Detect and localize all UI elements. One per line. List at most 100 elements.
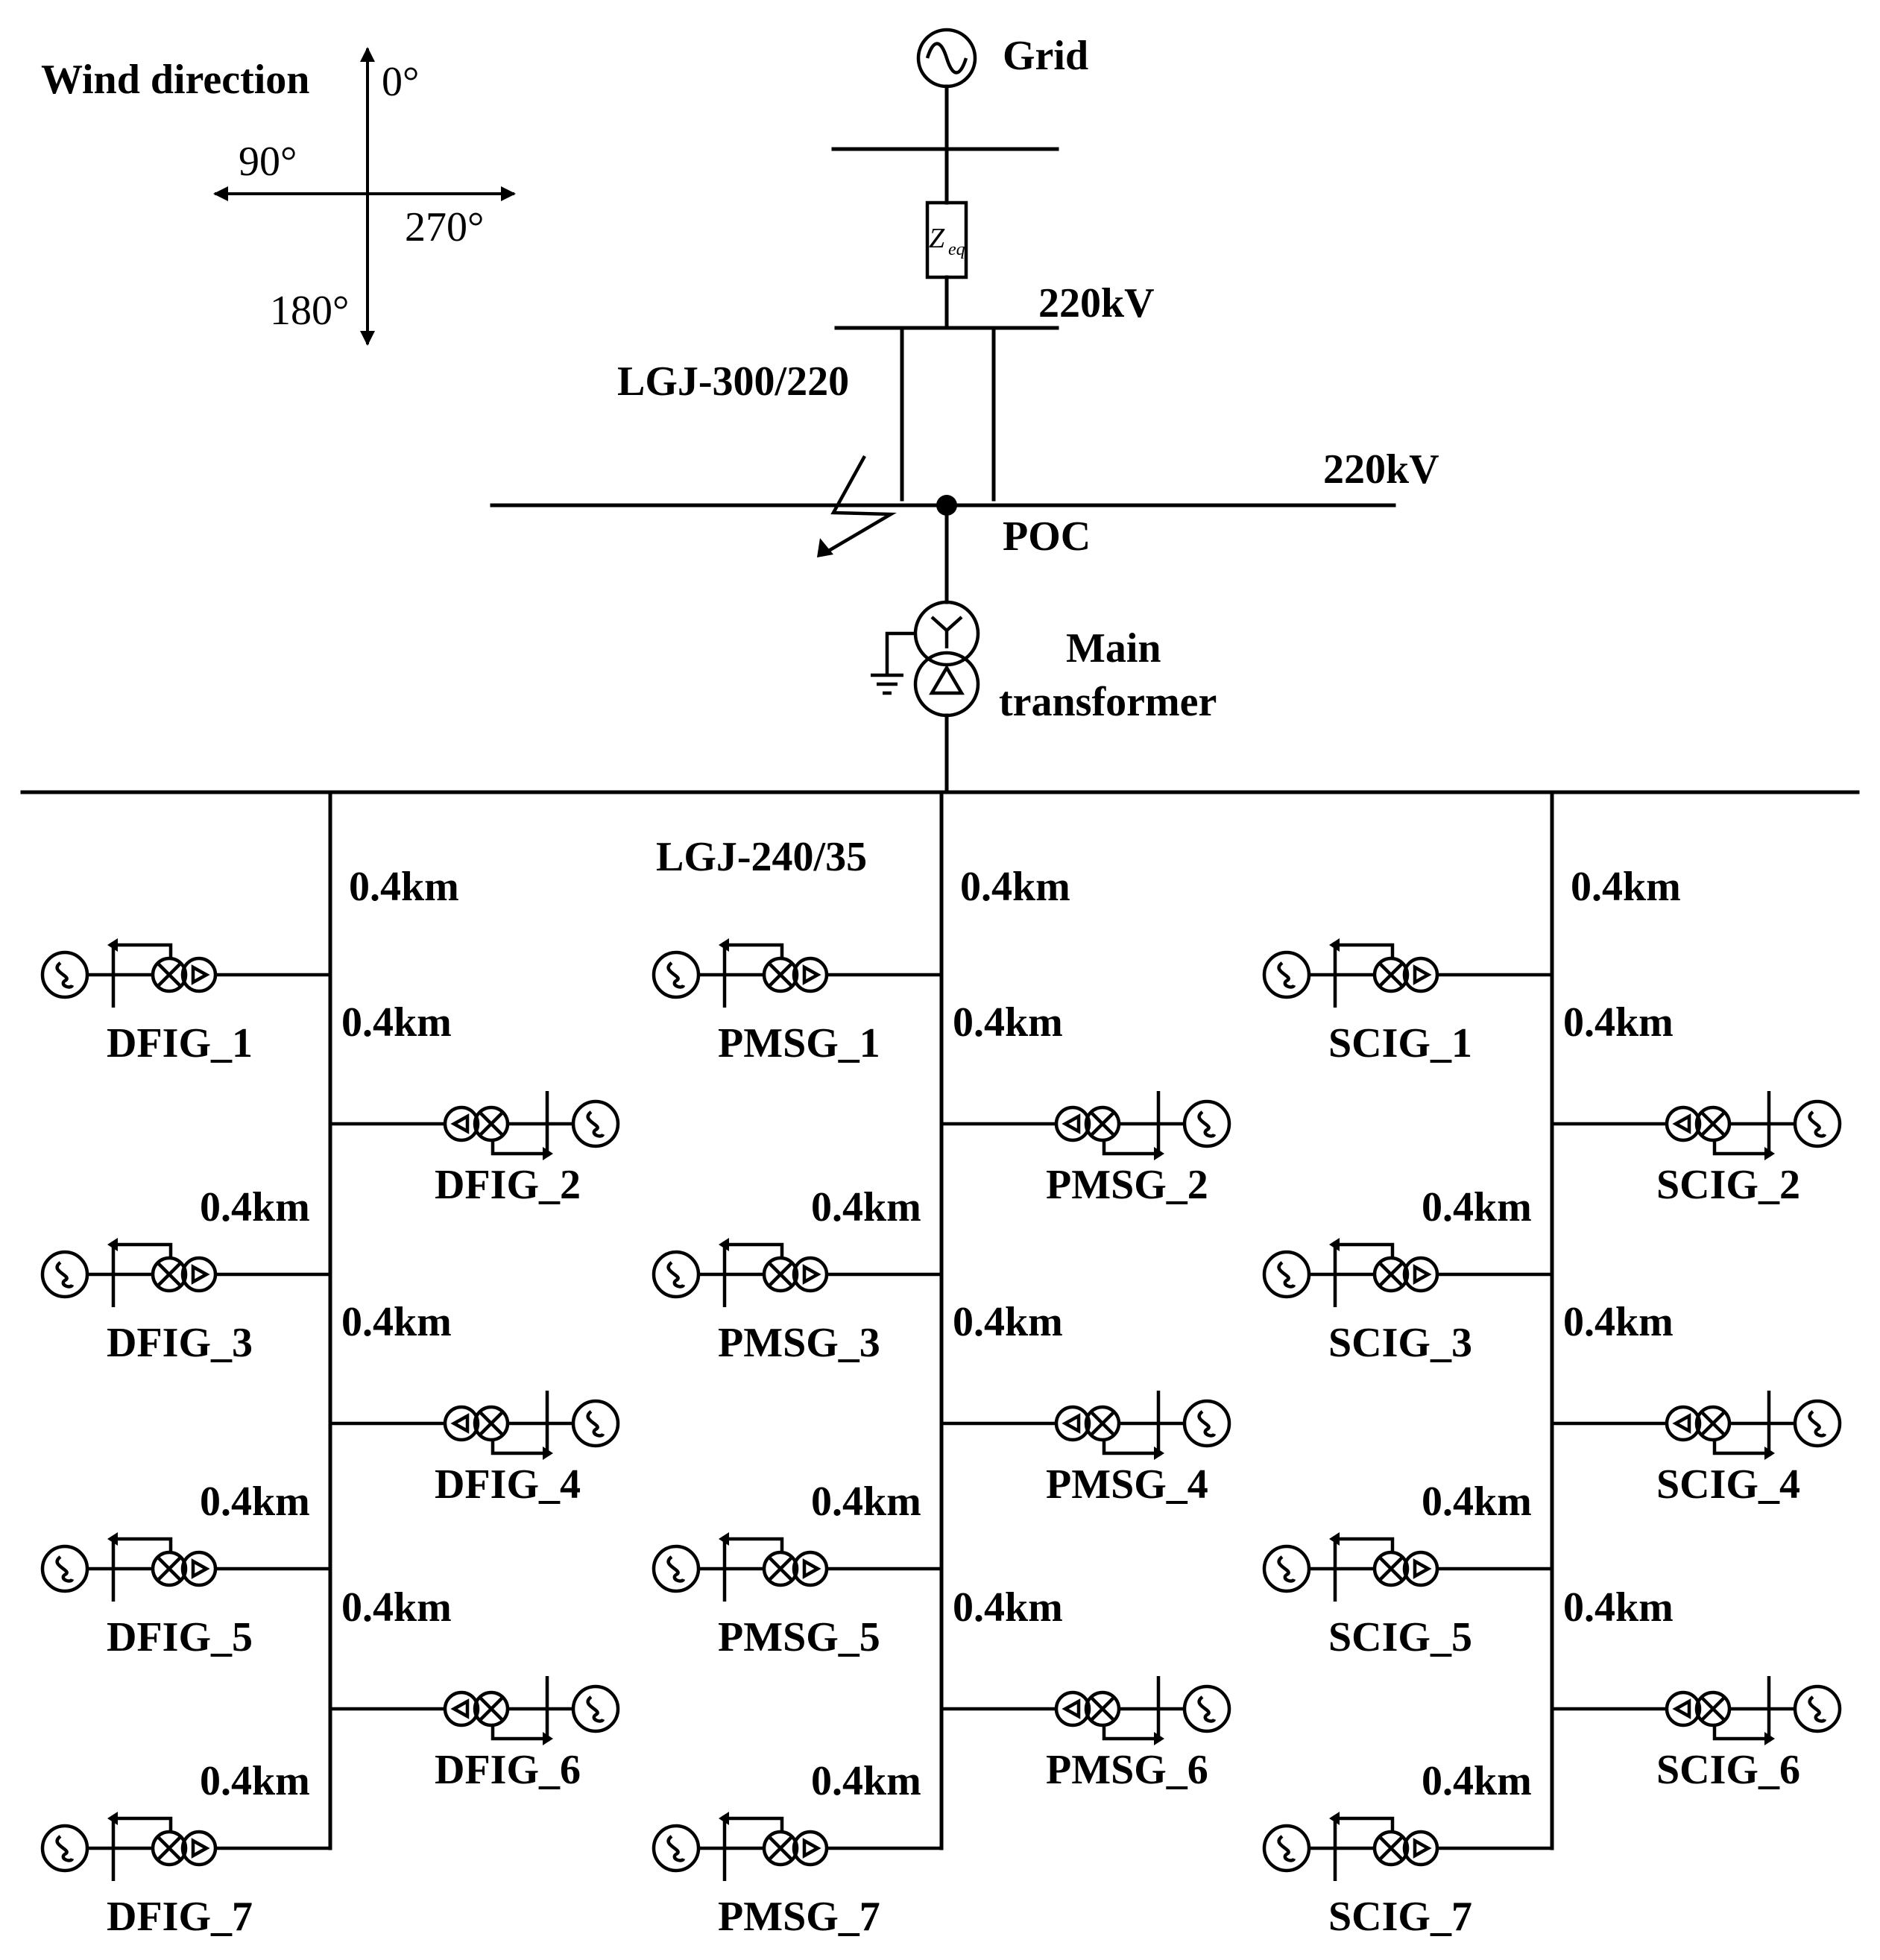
generator-wave-icon (55, 961, 75, 989)
bypass-line (118, 943, 173, 960)
bypass-line (1712, 1438, 1764, 1455)
generator-wave-icon (586, 1110, 605, 1138)
turbine-label: DFIG_2 (435, 1162, 581, 1208)
converter-triangle-icon (191, 1558, 210, 1579)
segment-length-label: 0.4km (1563, 1299, 1674, 1345)
bypass-line (490, 1139, 543, 1156)
bypass-line (729, 943, 784, 960)
converter-icon (1054, 1105, 1091, 1142)
converter-triangle-icon (1672, 1698, 1691, 1719)
converter-icon (1402, 1550, 1439, 1587)
converter-icon (1402, 956, 1439, 993)
bypass-line (118, 1242, 173, 1259)
converter-icon (180, 1830, 218, 1867)
segment-length-label: 0.4km (341, 999, 452, 1046)
generator-wave-icon (586, 1410, 605, 1438)
generator-icon (40, 1250, 89, 1299)
converter-triangle-icon (1062, 1698, 1081, 1719)
bypass-line (1340, 1242, 1395, 1259)
generator-icon (1793, 1099, 1842, 1148)
converter-cross-icon (1701, 1411, 1725, 1435)
converter-icon (180, 956, 218, 993)
converter-icon (180, 1256, 218, 1293)
transformer-label-1: Main (1066, 625, 1161, 671)
bypass-line (1102, 1438, 1154, 1455)
turbine-pmsg-4: PMSG_4 (941, 1391, 1231, 1508)
feeder-dfig: 0.4kmDFIG_1DFIG_20.4kmDFIG_30.4kmDFIG_40… (40, 790, 620, 1940)
generator-wave-icon (1197, 1695, 1217, 1723)
bypass-line (118, 1816, 173, 1833)
turbine-label: DFIG_4 (435, 1461, 581, 1508)
impedance-label: Z (929, 223, 945, 254)
converter-triangle-icon (1062, 1113, 1081, 1134)
converter-triangle-icon (191, 1838, 210, 1859)
segment-length-label: 0.4km (1571, 864, 1681, 910)
feeders: 0.4kmDFIG_1DFIG_20.4kmDFIG_30.4kmDFIG_40… (40, 790, 1842, 1940)
generator-wave-icon (1277, 1835, 1296, 1862)
converter-icon (443, 1690, 480, 1727)
converter-triangle-icon (802, 964, 821, 985)
generator-wave-icon (1808, 1110, 1827, 1138)
turbine-scig-6: SCIG_6 (1552, 1676, 1842, 1793)
turbine-label: PMSG_3 (718, 1320, 880, 1366)
compass-south-label: 180° (270, 288, 349, 334)
generator-wave-icon (1808, 1410, 1827, 1438)
turbine-pmsg-7: PMSG_7 (652, 1812, 941, 1940)
generator-icon (1182, 1099, 1231, 1148)
generator-icon (40, 950, 89, 999)
converter-triangle-icon (1413, 964, 1432, 985)
converter-cross-icon (1379, 1836, 1403, 1860)
turbine-pmsg-3: PMSG_3 (652, 1238, 941, 1366)
converter-triangle-icon (1062, 1413, 1081, 1434)
turbine-dfig-5: DFIG_5 (40, 1532, 330, 1660)
poc-label: POC (1003, 513, 1091, 560)
turbine-label: PMSG_1 (718, 1020, 880, 1066)
generator-icon (652, 1250, 701, 1299)
bypass-line (1340, 943, 1395, 960)
segment-length-label: 0.4km (811, 1758, 921, 1804)
turbine-pmsg-6: PMSG_6 (941, 1676, 1231, 1793)
converter-triangle-icon (450, 1413, 470, 1434)
turbine-label: DFIG_5 (107, 1614, 253, 1660)
generator-icon (652, 950, 701, 999)
generator-icon (652, 1824, 701, 1873)
generator-icon (40, 1544, 89, 1593)
converter-cross-icon (769, 1262, 792, 1286)
turbine-dfig-7: DFIG_7 (40, 1812, 330, 1940)
generator-icon (1793, 1399, 1842, 1448)
grid-label: Grid (1003, 33, 1088, 79)
converter-triangle-icon (450, 1698, 470, 1719)
fault-symbol-icon (826, 455, 897, 553)
fault-arrow-head (817, 538, 833, 557)
main-transformer: Main transformer (871, 600, 1217, 725)
turbine-pmsg-2: PMSG_2 (941, 1091, 1231, 1208)
generator-icon (1262, 1824, 1311, 1873)
converter-cross-icon (1379, 1262, 1403, 1286)
generator-wave-icon (666, 1835, 686, 1862)
converter-triangle-icon (1672, 1113, 1691, 1134)
turbine-label: DFIG_7 (107, 1894, 253, 1940)
converter-cross-icon (479, 1112, 503, 1136)
ground-lead (885, 631, 915, 675)
segment-length-label: 0.4km (1563, 999, 1674, 1046)
generator-wave-icon (55, 1261, 75, 1289)
wind-direction-compass: Wind direction 0° 90° 270° 180° (41, 47, 516, 346)
generator-wave-icon (1277, 961, 1296, 989)
turbine-dfig-2: DFIG_2 (330, 1091, 620, 1208)
converter-cross-icon (157, 963, 181, 987)
wye-icon (930, 616, 963, 648)
transformer-secondary-winding (913, 651, 980, 718)
converter-triangle-icon (802, 1558, 821, 1579)
converter-icon (792, 1830, 829, 1867)
converter-cross-icon (769, 963, 792, 987)
converter-cross-icon (479, 1697, 503, 1721)
converter-triangle-icon (1413, 1838, 1432, 1859)
converter-cross-icon (1379, 963, 1403, 987)
generator-icon (652, 1544, 701, 1593)
segment-length-label: 0.4km (1422, 1758, 1532, 1804)
turbine-scig-1: SCIG_1 (1262, 938, 1552, 1066)
converter-icon (1402, 1830, 1439, 1867)
turbine-dfig-6: DFIG_6 (330, 1676, 620, 1793)
generator-wave-icon (1277, 1261, 1296, 1289)
